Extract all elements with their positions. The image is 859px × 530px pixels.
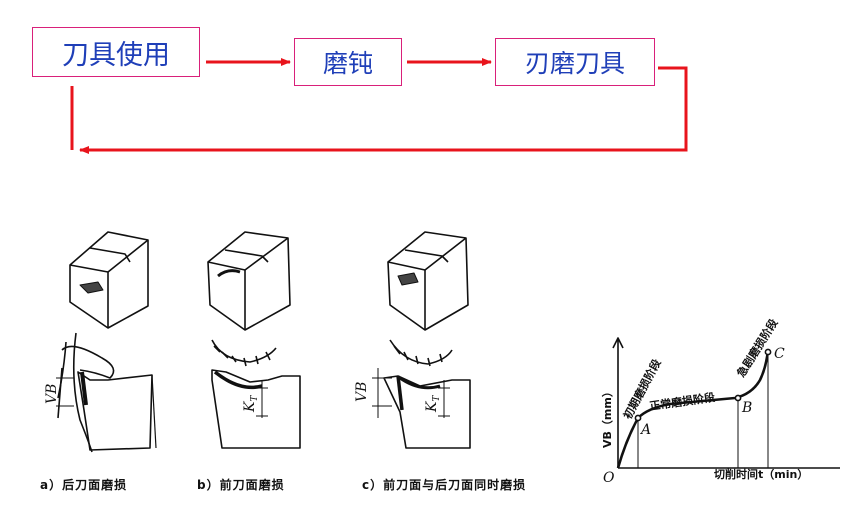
flow-step-label: 刃磨刀具 (524, 49, 625, 78)
curve-point-b: B (741, 400, 752, 416)
flow-box-resharpen: 刃磨刀具 (495, 38, 655, 86)
y-axis-label: VB（mm） (601, 386, 614, 448)
flow-box-dulling: 磨钝 (294, 38, 402, 86)
figure-a-flank-wear (56, 231, 157, 453)
arrow-return (79, 66, 688, 154)
flow-step-label: 刀具使用 (62, 39, 170, 71)
vb-label-c: VB (354, 382, 370, 402)
curve-point-c: C (774, 346, 785, 362)
figure-c-both-wear (372, 231, 471, 449)
caption-c: c）前刀面与后刀面同时磨损 (362, 478, 527, 492)
kt-label-c: KT (424, 395, 442, 413)
flow-box-tool-use: 刀具使用 (32, 27, 200, 77)
flow-step-label: 磨钝 (322, 49, 373, 78)
x-axis-label: 切削时间t（min） (714, 467, 808, 481)
figure-b-rake-wear (207, 231, 301, 449)
flow-arrows (70, 58, 688, 154)
curve-origin: O (603, 470, 615, 486)
wear-curve-chart (612, 337, 840, 469)
curve-point-a: A (639, 422, 651, 438)
caption-a: a）后刀面磨损 (40, 478, 128, 492)
caption-b: b）前刀面磨损 (197, 478, 285, 492)
kt-label-b: KT (242, 395, 260, 413)
vb-label-a: VB (44, 384, 60, 404)
stage-2-label: 正常磨损阶段 (648, 390, 715, 413)
